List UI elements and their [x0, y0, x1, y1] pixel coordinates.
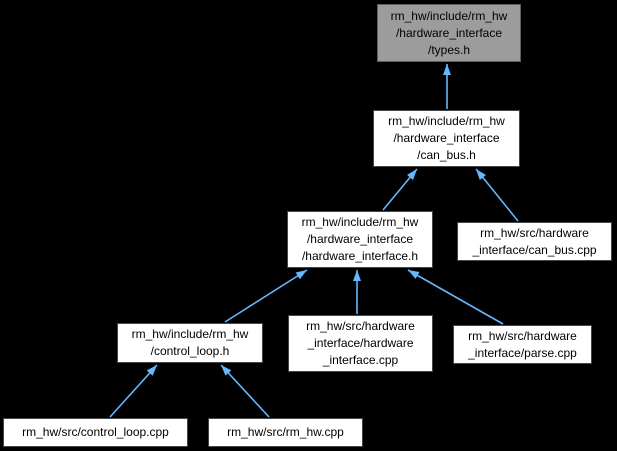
- edge-control_loop_cpp-control_loop_h: [109, 364, 158, 418]
- node-label-line: _interface/can_bus.cpp: [472, 242, 597, 257]
- node-label-line: /hardware_interface: [395, 25, 503, 40]
- node-label-line: /can_bus.h: [417, 148, 476, 162]
- edge-parse_cpp-hardware_interface_h: [407, 269, 504, 325]
- node-label-line: /control_loop.h: [150, 344, 230, 358]
- node-label-line: rm_hw/include/rm_hw: [131, 327, 249, 341]
- node-types-h: rm_hw/include/rm_hw /hardware_interface …: [377, 4, 521, 62]
- node-label-line: /hardware_interface.h: [301, 249, 419, 263]
- node-label-line: rm_hw/include/rm_hw: [301, 215, 419, 229]
- edge-hardware_interface_h-can_bus_h: [382, 168, 418, 211]
- node-control-loop-h[interactable]: rm_hw/include/rm_hw /control_loop.h: [117, 323, 263, 363]
- edge-rm_hw_cpp-control_loop_h: [220, 364, 270, 418]
- edge-control_loop_h-hardware_interface_h: [224, 269, 308, 323]
- node-label-line: rm_hw/src/hardware: [480, 225, 589, 240]
- node-label-line: /types.h: [427, 42, 471, 57]
- node-label-line: /hardware_interface: [306, 232, 414, 246]
- node-rm-hw-cpp[interactable]: rm_hw/src/rm_hw.cpp: [208, 418, 363, 447]
- node-label-line: _interface/hardware: [307, 336, 414, 350]
- node-control-loop-cpp[interactable]: rm_hw/src/control_loop.cpp: [3, 418, 188, 447]
- edge-can_bus_cpp-can_bus_h: [475, 168, 519, 222]
- node-can-bus-cpp[interactable]: rm_hw/src/hardware _interface/can_bus.cp…: [457, 222, 612, 261]
- node-label-line: rm_hw/src/rm_hw.cpp: [227, 425, 344, 439]
- node-label-line: rm_hw/include/rm_hw: [390, 8, 508, 23]
- node-label-line: rm_hw/src/hardware: [468, 328, 577, 343]
- node-hardware-interface-cpp[interactable]: rm_hw/src/hardware _interface/hardware _…: [288, 315, 433, 372]
- node-label-line: rm_hw/include/rm_hw: [388, 114, 505, 128]
- node-label-line: rm_hw/src/control_loop.cpp: [22, 425, 169, 439]
- node-label-line: rm_hw/src/hardware: [306, 319, 415, 333]
- node-parse-cpp[interactable]: rm_hw/src/hardware _interface/parse.cpp: [453, 325, 592, 364]
- node-label-line: _interface.cpp: [322, 353, 399, 367]
- node-hardware-interface-h[interactable]: rm_hw/include/rm_hw /hardware_interface …: [287, 211, 433, 268]
- node-label-line: _interface/parse.cpp: [468, 345, 577, 360]
- node-label-line: /hardware_interface: [393, 131, 500, 145]
- node-can-bus-h[interactable]: rm_hw/include/rm_hw /hardware_interface …: [373, 110, 520, 167]
